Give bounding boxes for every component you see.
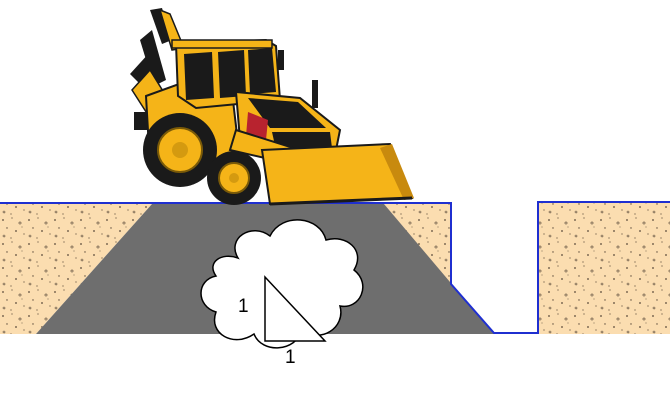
front-wheel [207,151,261,205]
rear-wheel [143,113,217,187]
left-soil-bank [0,204,152,334]
backhoe-loader [130,8,414,206]
slope-ratio-callout: 1 1 [200,219,364,368]
rise-label: 1 [238,296,249,317]
exhaust-stack [312,80,318,108]
operator-cab [171,38,284,110]
run-label: 1 [285,347,296,368]
cloud-shape [200,219,364,349]
slope-triangle [264,275,327,342]
soil-ground [0,202,670,334]
right-soil-bank [538,202,670,334]
